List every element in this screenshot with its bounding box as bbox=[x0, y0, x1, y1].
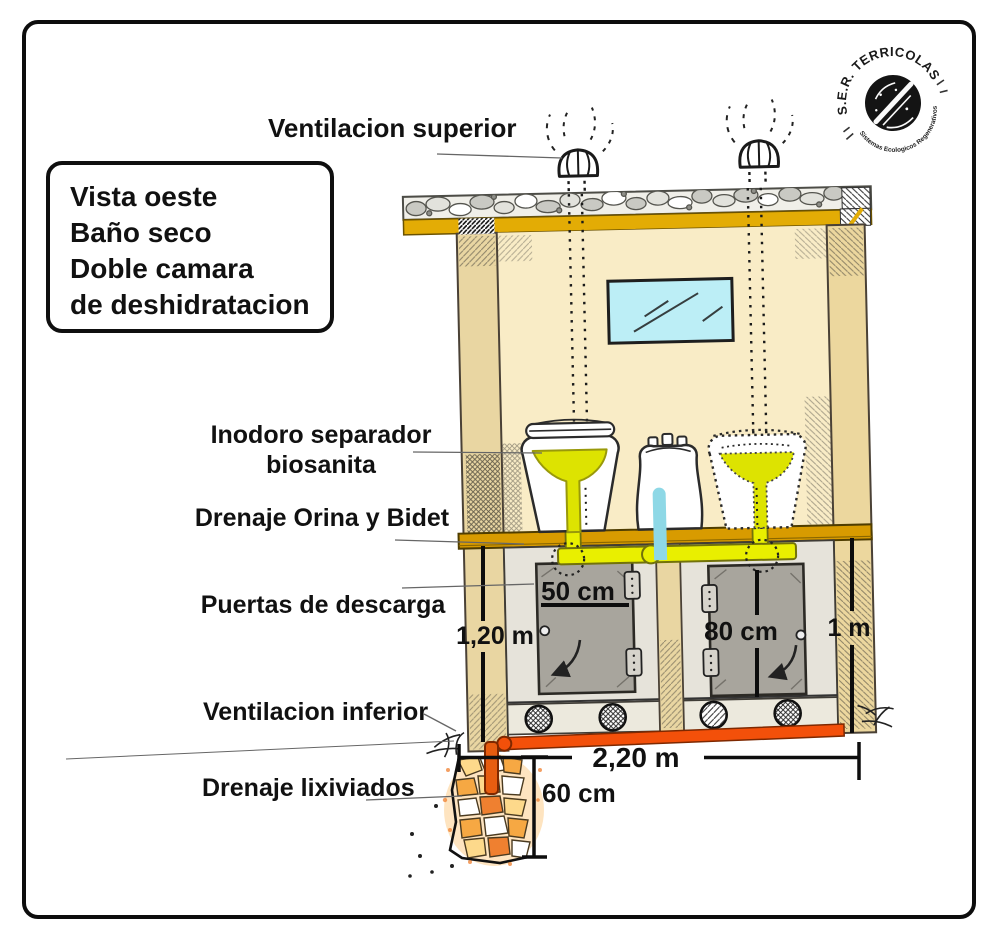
door-swing-arrow bbox=[767, 644, 798, 681]
ground-leader-line bbox=[65, 740, 455, 760]
roof bbox=[401, 185, 873, 236]
door-swing-arrow bbox=[550, 639, 582, 678]
dim-60cm-line bbox=[521, 755, 548, 859]
title-line: Vista oeste bbox=[70, 181, 218, 212]
measure-1m: 1 m bbox=[827, 614, 871, 642]
label-drenaje-lixiviados: Drenaje lixiviados bbox=[202, 774, 415, 802]
pipe-elbow-dotted bbox=[744, 538, 780, 573]
leachate-downpipe bbox=[484, 741, 499, 795]
window bbox=[606, 276, 735, 345]
toilet-right-dotted bbox=[707, 428, 807, 530]
leader-drenaje-orina bbox=[394, 539, 525, 545]
grass bbox=[426, 704, 894, 758]
title-line: de deshidratacion bbox=[70, 289, 310, 320]
leader-ventilacion-superior bbox=[436, 153, 563, 159]
logo: S.E.R. TERRICOLAS Sistemas Ecologicos Re… bbox=[822, 32, 948, 163]
label-ventilacion-inferior: Ventilacion inferior bbox=[203, 698, 429, 726]
label-inodoro: Inodoro separador biosanita bbox=[191, 420, 451, 480]
turbine-vent-right bbox=[725, 99, 794, 186]
urine-funnel bbox=[718, 451, 795, 529]
dim-2-20m-line bbox=[457, 742, 861, 780]
discharge-door-left bbox=[534, 560, 643, 696]
label-inodoro-line2: biosanita bbox=[266, 451, 376, 479]
outer-border bbox=[22, 20, 976, 919]
turbine-vent-left bbox=[545, 107, 614, 195]
title-box: Vista oeste Baño seco Doble camara de de… bbox=[46, 161, 334, 333]
building-group bbox=[401, 99, 894, 758]
leader-inodoro bbox=[412, 451, 543, 454]
pipe-elbow-dotted bbox=[551, 542, 586, 577]
leader-puertas bbox=[401, 583, 535, 589]
leader-ventilacion-inferior bbox=[423, 713, 457, 732]
measure-1-20m: 1,20 m bbox=[456, 622, 534, 650]
vent-holes bbox=[524, 698, 802, 734]
urine-funnel bbox=[531, 448, 608, 534]
urine-pipe bbox=[556, 524, 798, 566]
vent-pipe-dashes bbox=[567, 187, 768, 435]
leader-drenaje-lixiviados bbox=[365, 795, 463, 801]
label-inodoro-line1: Inodoro separador bbox=[210, 421, 432, 449]
roof-gravel bbox=[405, 186, 868, 217]
dimension-lines bbox=[457, 538, 861, 859]
door-knob bbox=[795, 629, 807, 641]
measure-50cm: 50 cm bbox=[541, 576, 615, 606]
bidet-water-pipe bbox=[652, 487, 668, 561]
door-knob bbox=[539, 625, 551, 637]
measure-60cm: 60 cm bbox=[542, 778, 616, 808]
title-line: Baño seco bbox=[70, 217, 212, 248]
leachate-pit bbox=[408, 741, 544, 878]
leader-lines bbox=[65, 153, 563, 801]
label-drenaje-orina: Drenaje Orina y Bidet bbox=[194, 504, 450, 532]
label-ventilacion-superior: Ventilacion superior bbox=[268, 113, 517, 143]
measure-2-20m: 2,20 m bbox=[592, 742, 680, 773]
title-line: Doble camara bbox=[70, 253, 254, 284]
label-puertas-descarga: Puertas de descarga bbox=[200, 591, 446, 619]
toilet-left bbox=[520, 418, 620, 534]
measure-80cm: 80 cm bbox=[704, 616, 778, 646]
bidet bbox=[635, 432, 704, 531]
